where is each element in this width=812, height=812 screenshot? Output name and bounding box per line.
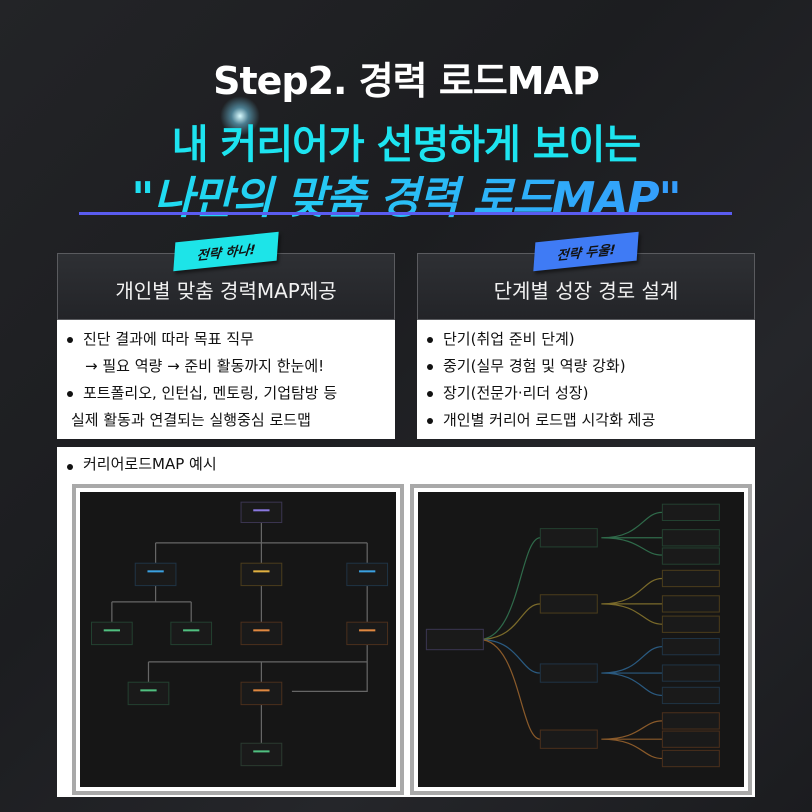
strategy-card-2: 단계별 성장 경로 설계 전략 두울! 단기(취업 준비 단계) 중기(실무 경…	[417, 231, 755, 439]
bullet-text: 중기(실무 경험 및 역량 강화)	[443, 357, 626, 375]
bullet-text: → 필요 역량 → 준비 활동까지 한눈에!	[85, 357, 325, 375]
headline: "나만의 맞춤 경력 로드MAP"	[0, 162, 812, 226]
headline-underline	[79, 212, 732, 215]
bullet-text: 장기(전문가·리더 성장)	[443, 384, 589, 402]
roadmap-mindmap-image	[410, 484, 752, 795]
bullet-text: 포트폴리오, 인턴십, 멘토링, 기업탐방 등	[83, 384, 338, 402]
strategy-card-1: 개인별 맞춤 경력MAP제공 전략 하나! 진단 결과에 따라 목표 직무 → …	[57, 231, 395, 439]
sparkle-decoration	[220, 96, 260, 136]
bullet-text: 개인별 커리어 로드맵 시각화 제공	[443, 411, 656, 429]
bullet-icon	[427, 337, 433, 343]
bullet-icon	[427, 391, 433, 397]
mindmap-diagram	[418, 492, 744, 787]
bullet-icon	[67, 337, 73, 343]
bullet-text: 실제 활동과 연결되는 실행중심 로드맵	[71, 411, 311, 429]
example-section: 커리어로드MAP 예시	[57, 447, 755, 797]
bullet-icon	[67, 464, 73, 470]
bullet-icon	[427, 418, 433, 424]
example-label: 커리어로드MAP 예시	[83, 455, 217, 473]
bullet-icon	[67, 391, 73, 397]
tree-diagram	[80, 492, 396, 787]
bullet-text: 단기(취업 준비 단계)	[443, 330, 575, 348]
bullet-text: 진단 결과에 따라 목표 직무	[83, 330, 254, 348]
card-title: 개인별 맞춤 경력MAP제공	[57, 253, 395, 320]
step-title: Step2. 경력 로드MAP	[213, 59, 600, 103]
subtitle: 내 커리어가 선명하게 보이는	[171, 122, 641, 168]
bullet-icon	[427, 364, 433, 370]
roadmap-tree-image	[72, 484, 404, 795]
